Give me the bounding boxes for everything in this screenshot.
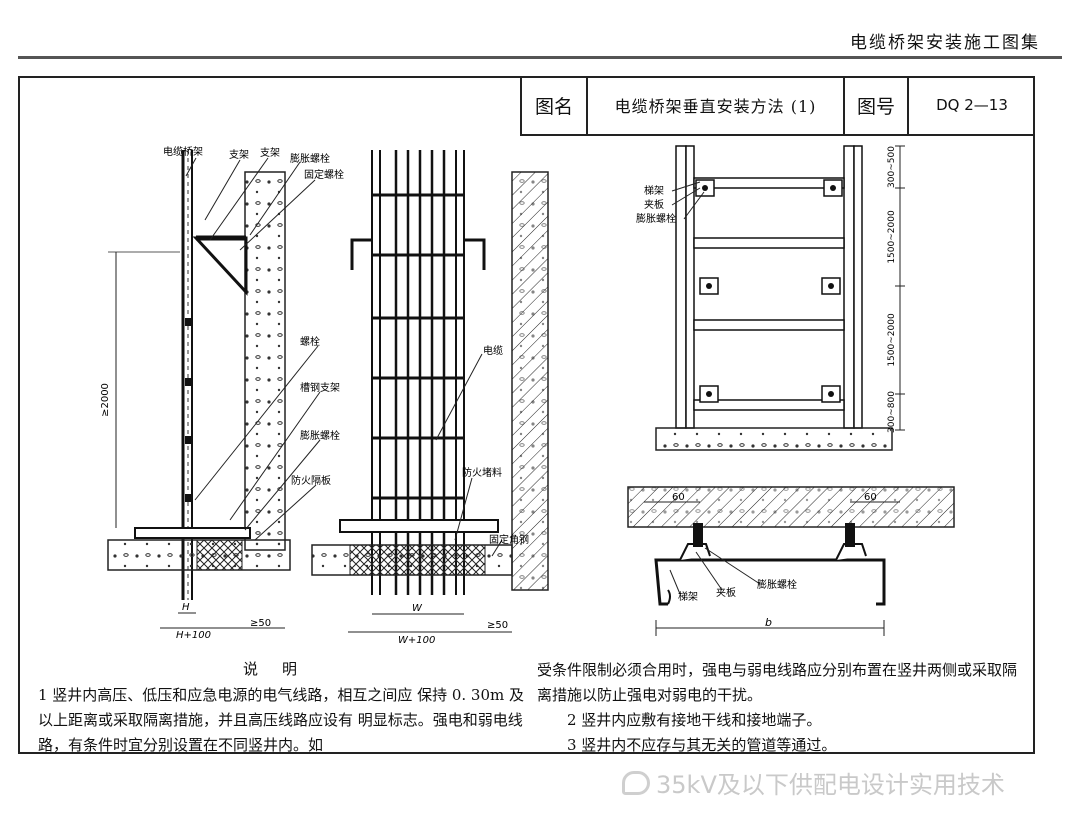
note-right-3: 3 竖井内不应存与其无关的管道等通过。 (567, 736, 837, 754)
label-fixing-bolt: 固定螺栓 (304, 168, 344, 181)
plan-dim-60-right: 60 (864, 492, 877, 503)
drawing-name-label: 图名 (522, 76, 588, 134)
note-right-1: 受条件限制必须合用时，强电与弱电线路应分别布置在竖井两侧或采取隔离措施以防止强电… (537, 661, 1018, 704)
front-view: 电缆 防火堵料 固定角钢 W W+100 ≥50 (311, 150, 549, 646)
ladder-dim-3: 1500~2000 (887, 313, 897, 367)
plan-dim-b: b (765, 616, 772, 629)
side-bolts (185, 318, 191, 502)
watermark: 35kV及以下供配电设计实用技术 (622, 765, 1005, 800)
dim-w: W (412, 603, 423, 614)
label-expansion-bolt: 膨胀螺栓 (290, 152, 330, 165)
note-right-2: 2 竖井内应敷有接地干线和接地端子。 (567, 711, 822, 729)
drawing-number-label: 图号 (845, 76, 909, 134)
plan-view: 梯架 夹板 膨胀螺栓 60 60 b (627, 486, 955, 636)
drawing-number-value: DQ 2—13 (936, 96, 1008, 114)
plan-dim-60-left: 60 (672, 492, 685, 503)
label-firestop-material: 防火堵料 (462, 466, 502, 479)
dim-50-side: ≥50 (250, 618, 271, 629)
dim-2000: ≥2000 (100, 383, 111, 417)
sheet-header-title: 电缆桥架安装施工图集 (850, 33, 1040, 53)
plan-tray-profile (654, 558, 886, 606)
dim-w100: W+100 (398, 635, 435, 646)
ladder-clamps (695, 179, 843, 403)
ladder-dim-1: 300~500 (887, 146, 897, 188)
ladder-label-clamp: 夹板 (644, 198, 664, 211)
watermark-text: 35kV及以下供配电设计实用技术 (656, 771, 1005, 799)
drawing-frame (18, 76, 1035, 754)
label-support-2: 支架 (260, 147, 280, 159)
note-left: 1 竖井内高压、低压和应急电源的电气线路，相互之间应 保持 0. 30m 及以上… (38, 686, 525, 754)
title-block: 图名 电缆桥架垂直安装方法 (1) 图号 DQ 2—13 (520, 76, 1035, 136)
note-right: 受条件限制必须合用时，强电与弱电线路应分别布置在竖井两侧或采取隔离措施以防止强电… (537, 658, 1031, 758)
label-bolt: 螺栓 (300, 335, 320, 348)
plan-label-bolt: 膨胀螺栓 (757, 578, 797, 591)
side-channel-support (134, 527, 251, 539)
ladder-view: 梯架 夹板 膨胀螺栓 300~500 1500~2000 1500~2000 3… (636, 145, 905, 451)
label-cable: 电缆 (483, 344, 503, 357)
side-leaders (185, 157, 321, 541)
front-firestop (349, 544, 486, 576)
header-rule (18, 56, 1062, 59)
plan-clamps (679, 523, 867, 561)
notes-title: 说明 (243, 660, 322, 678)
label-support-1: 支架 (229, 149, 249, 161)
front-rungs (372, 193, 464, 500)
front-fire-barrier (339, 519, 499, 533)
dim-h100: H+100 (176, 630, 211, 641)
side-view: 电缆桥架 支架 支架 膨胀螺栓 固定螺栓 螺栓 槽钢支架 膨胀螺栓 防火隔板 ≥… (100, 145, 344, 641)
plan-label-clamp: 夹板 (716, 586, 736, 599)
label-expansion-bolt-2: 膨胀螺栓 (300, 429, 340, 442)
dim-50-front: ≥50 (487, 620, 508, 631)
label-fixing-angle: 固定角钢 (489, 533, 529, 546)
label-cable-tray: 电缆桥架 (163, 145, 203, 158)
wechat-icon (622, 770, 650, 795)
ladder-label-ladder: 梯架 (644, 184, 664, 197)
plan-label-ladder: 梯架 (678, 590, 698, 603)
dim-h: H (182, 602, 190, 613)
side-firestop (196, 539, 243, 571)
ladder-floor (655, 427, 893, 451)
ladder-dim-4: 300~800 (887, 391, 897, 433)
ladder-dim-2: 1500~2000 (887, 210, 897, 264)
label-fire-barrier: 防火隔板 (291, 474, 331, 487)
ladder-label-bolt: 膨胀螺栓 (636, 212, 676, 225)
drawing-name-value: 电缆桥架垂直安装方法 (1) (588, 76, 845, 134)
side-bracket (192, 236, 248, 296)
label-channel-support: 槽钢支架 (300, 381, 340, 394)
side-wall (244, 171, 286, 551)
